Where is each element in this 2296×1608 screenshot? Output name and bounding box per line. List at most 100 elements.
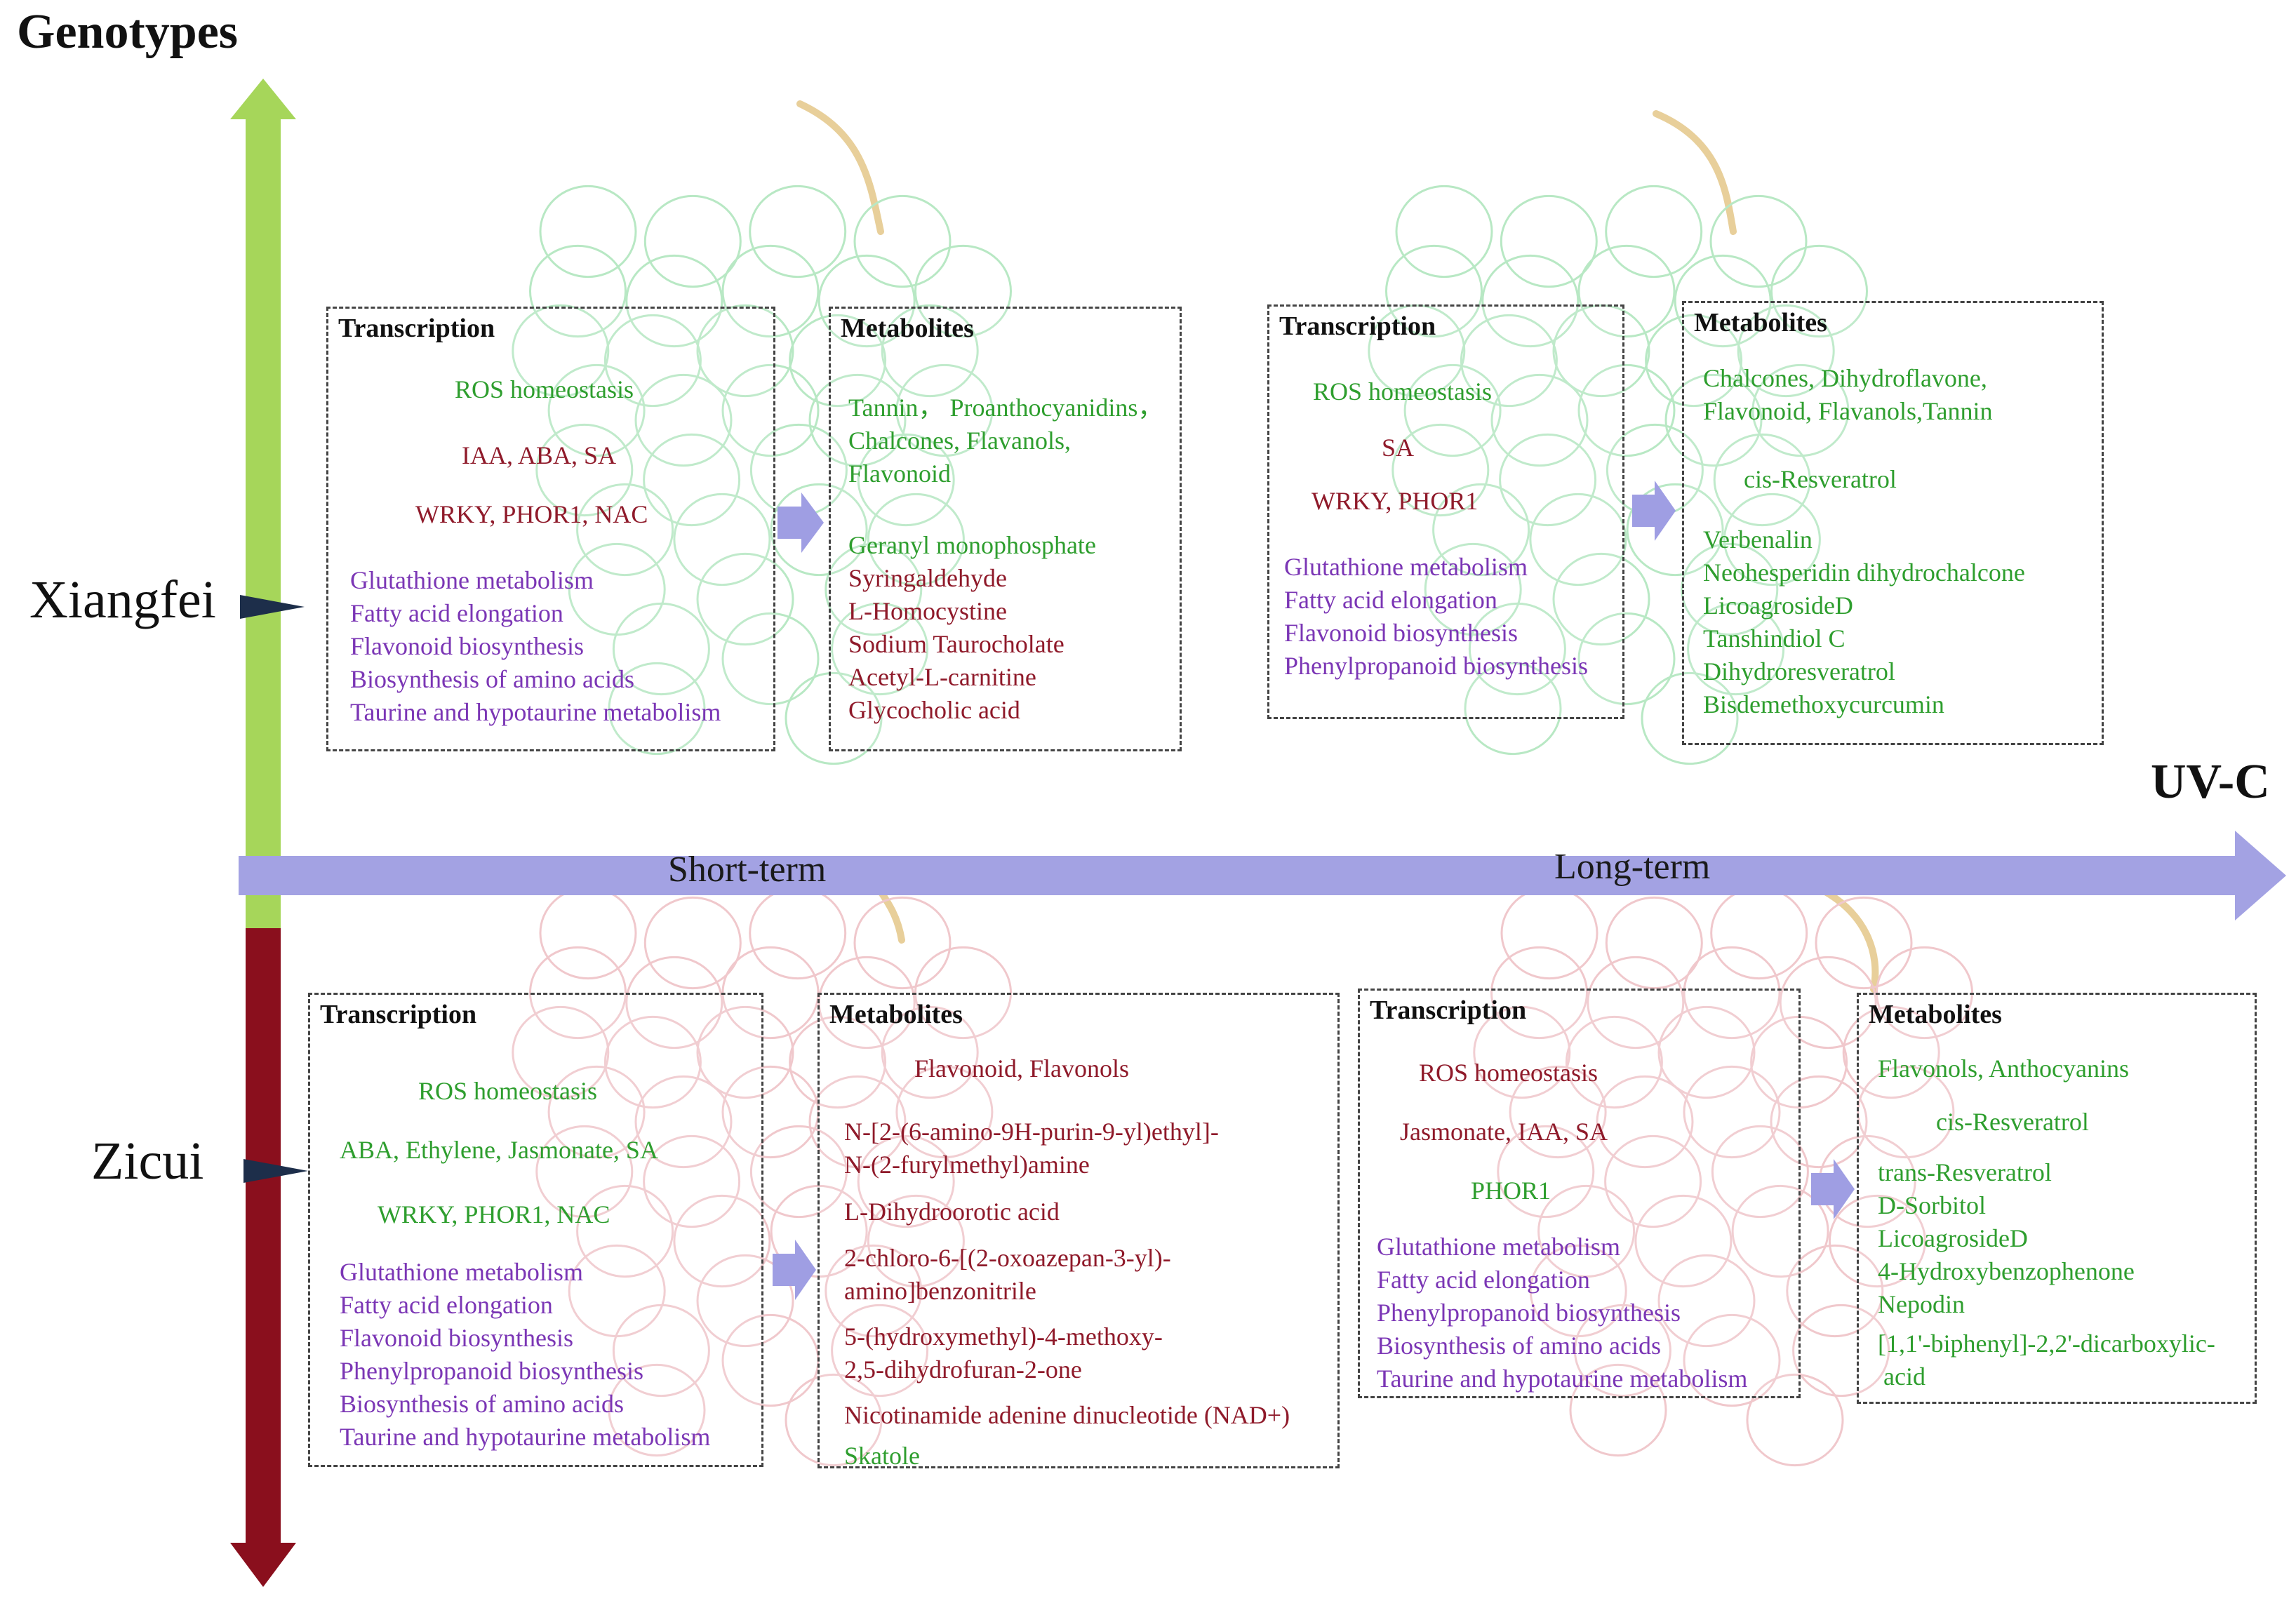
grape-berry xyxy=(881,304,979,398)
grape-berry xyxy=(625,254,723,348)
grape-berry xyxy=(1573,1304,1671,1398)
panel-line: 2,5-dihydrofuran-2-one xyxy=(844,1355,1082,1383)
panel-line: Nepodin xyxy=(1878,1290,1965,1318)
panel-line: Flavonoid biosynthesis xyxy=(350,632,585,660)
grape-berry xyxy=(1552,552,1650,646)
grape-berry xyxy=(603,314,702,408)
panel-line: ROS homeostasis xyxy=(455,375,634,403)
genotypes-axis-title: Genotypes xyxy=(17,5,238,59)
panel-title: Transcription xyxy=(320,1000,477,1029)
grape-berry xyxy=(1723,493,1821,587)
grape-berry xyxy=(881,1005,979,1099)
panel-line: Flavonoid biosynthesis xyxy=(340,1324,574,1352)
xiangfei-short-metabolites-panel: Metabolites Tannin， Proanthocyanidins， C… xyxy=(829,307,1182,751)
grape-berry xyxy=(643,896,742,990)
panel-line: ROS homeostasis xyxy=(1419,1059,1598,1087)
grape-berry xyxy=(1529,493,1627,587)
panel-line: ROS homeostasis xyxy=(1313,377,1493,406)
grape-berry xyxy=(857,1134,955,1228)
panel-line: Biosynthesis of amino acids xyxy=(340,1390,624,1418)
grape-berry xyxy=(825,1244,923,1338)
panel-line: Taurine and hypotaurine metabolism xyxy=(350,698,721,726)
grape-berry xyxy=(770,483,868,577)
panel-title: Metabolites xyxy=(829,1000,963,1029)
grape-berry xyxy=(1604,1134,1702,1228)
grape-berry xyxy=(1490,373,1589,467)
grape-berry xyxy=(1464,662,1562,756)
grape-berry xyxy=(1577,363,1676,457)
panel-line: Glutathione metabolism xyxy=(350,566,594,594)
grape-berry xyxy=(749,185,847,279)
grape-berry xyxy=(785,671,883,765)
panel-line: Nicotinamide adenine dinucleotide (NAD+) xyxy=(844,1401,1290,1429)
panel-line: ABA, Ethylene, Jasmonate, SA xyxy=(340,1136,658,1164)
grape-berry xyxy=(1645,314,1743,408)
panel-line: WRKY, PHOR1 xyxy=(1311,487,1479,515)
grape-berry xyxy=(603,1015,702,1109)
grape-berry xyxy=(789,1015,887,1109)
grape-berry xyxy=(696,1254,794,1348)
grape-berry xyxy=(895,363,994,457)
grape-berry xyxy=(1746,1373,1844,1467)
panel-line: Dihydroresveratrol xyxy=(1703,657,1895,685)
xiangfei-long-transcription-panel: Transcription ROS homeostasis SA WRKY, P… xyxy=(1267,304,1624,719)
xiangfei-long-grapes xyxy=(1368,110,1868,765)
grape-berry xyxy=(1683,946,1781,1040)
zicui-long-flow-arrow xyxy=(1811,1159,1855,1219)
grape-berry xyxy=(547,1065,646,1159)
uvc-timeline-arrow xyxy=(239,831,2286,920)
grape-berry xyxy=(1641,671,1739,765)
grape-berry xyxy=(512,304,610,398)
grape-berry xyxy=(1432,483,1530,577)
panel-line: Glutathione metabolism xyxy=(1377,1233,1620,1261)
panel-line: Geranyl monophosphate xyxy=(848,531,1096,559)
grape-berry xyxy=(1403,363,1502,457)
panel-line: Flavonoid xyxy=(848,460,952,488)
grape-berry xyxy=(1683,1065,1781,1159)
panel-line: Neohesperidin dihydrochalcone xyxy=(1703,558,2025,587)
grape-berry xyxy=(643,194,742,288)
xiangfei-short-flow-arrow xyxy=(777,493,824,553)
grape-berry xyxy=(1460,314,1558,408)
grape-berry xyxy=(608,1363,706,1457)
grape-berry xyxy=(673,1194,771,1288)
grape-berry xyxy=(612,602,710,696)
zicui-short-metabolites-panel: Metabolites Flavonoid, Flavonols N-[2-(6… xyxy=(817,993,1340,1470)
zicui-long-grapes xyxy=(1473,884,1973,1467)
zicui-short-transcription-panel: Transcription ROS homeostasis ABA, Ethyl… xyxy=(308,993,763,1467)
zicui-long-transcription-panel: Transcription ROS homeostasis Jasmonate,… xyxy=(1358,989,1801,1398)
grape-berry xyxy=(1792,1304,1890,1398)
panel-line: Fatty acid elongation xyxy=(1377,1266,1590,1294)
grape-berry xyxy=(1681,542,1779,636)
grape-berry xyxy=(785,1373,883,1467)
grape-berry xyxy=(1473,1005,1571,1099)
panel-line: LicoagrosideD xyxy=(1703,591,1853,619)
grape-berry xyxy=(1497,1125,1595,1219)
grape-berry xyxy=(576,483,674,577)
grape-berry xyxy=(1731,1184,1829,1278)
grape-berry xyxy=(643,433,741,527)
genotype-axis-green-shaft xyxy=(246,118,281,928)
panel-line: Fatty acid elongation xyxy=(350,599,563,627)
grape-berry xyxy=(853,194,952,288)
genotype-axis-up-arrowhead xyxy=(230,79,296,119)
grape-berry xyxy=(1481,254,1580,348)
grape-berry xyxy=(749,1125,848,1219)
grape-berry xyxy=(1605,896,1703,990)
panel-line: SA xyxy=(1382,434,1415,462)
panel-line: acid xyxy=(1883,1362,1925,1391)
grape-berry xyxy=(1509,1065,1607,1159)
panel-line: Glutathione metabolism xyxy=(340,1258,583,1286)
grape-berry xyxy=(696,304,794,398)
panel-line: Skatole xyxy=(844,1442,920,1470)
grape-stem xyxy=(1814,884,1879,993)
panel-line: Chalcones, Flavanols, xyxy=(848,427,1071,455)
grape-berry xyxy=(1779,956,1877,1050)
panel-line: Verbenalin xyxy=(1703,525,1813,554)
grape-berry xyxy=(721,244,820,338)
grape-berry xyxy=(1683,1313,1781,1407)
panel-line: PHOR1 xyxy=(1471,1177,1551,1205)
xiangfei-short-transcription-panel: Transcription ROS homeostasis IAA, ABA, … xyxy=(326,307,775,751)
grape-berry xyxy=(1687,602,1785,696)
grape-berry xyxy=(1713,433,1811,527)
